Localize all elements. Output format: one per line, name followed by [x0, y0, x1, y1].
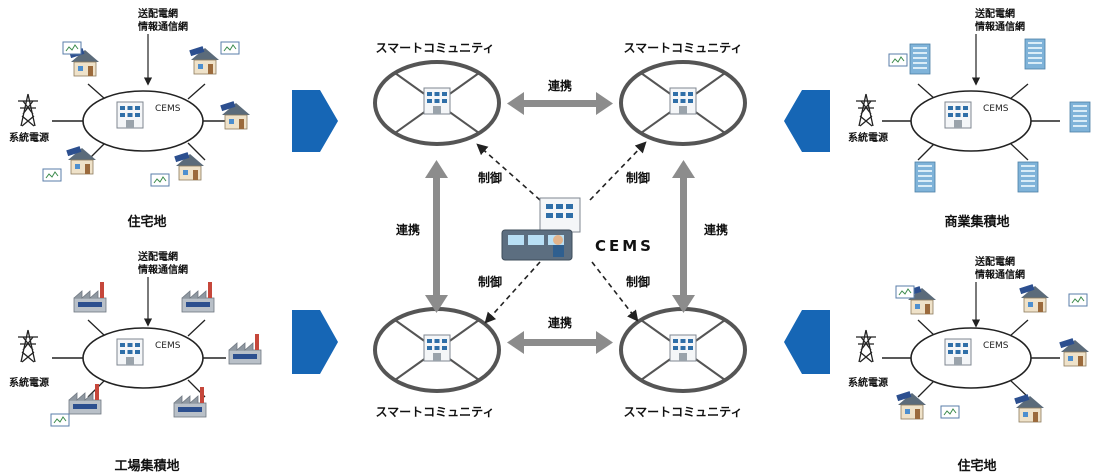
network-label-line1: 送配電網: [137, 7, 178, 20]
house-icon: [1013, 393, 1045, 423]
flow-arrow-left-icon: [784, 310, 830, 374]
cooperation-label: 連携: [704, 222, 728, 237]
factory-icon: [68, 383, 102, 415]
cooperation-label: 連携: [396, 222, 420, 237]
cems-building-icon: [116, 338, 144, 366]
control-arrow-bottom-left: [484, 261, 541, 324]
community-bottom-left: スマートコミュニティ: [373, 307, 501, 419]
cooperation-label: 連携: [548, 78, 572, 93]
cems-hub-label: CEMS: [983, 341, 1009, 351]
cooperation-arrow-bottom: [507, 331, 613, 354]
network-label-line1: 送配電網: [974, 255, 1015, 268]
cluster-caption: 住宅地: [127, 214, 166, 230]
monitor-icon: [220, 41, 240, 55]
monitor-icon: [940, 405, 960, 419]
community-bottom-right: スマートコミュニティ: [619, 307, 747, 419]
office-building-icon: [914, 161, 936, 193]
cems-building-icon: [116, 101, 144, 129]
house-icon: [895, 390, 927, 420]
cluster-commercial-top-right: 送配電網 情報通信網 CEMS 系統電源 商業集積地: [848, 7, 1091, 230]
power-pylon-icon: [855, 93, 877, 127]
community-label: スマートコミュニティ: [376, 41, 495, 55]
house-icon: [173, 151, 205, 181]
community-building-icon: [423, 334, 451, 362]
cooperation-arrow-left: [425, 160, 448, 313]
monitor-icon: [62, 41, 82, 55]
control-label: 制御: [626, 274, 650, 289]
cems-building-icon: [944, 101, 972, 129]
community-building-icon: [669, 87, 697, 115]
community-building-icon: [423, 87, 451, 115]
monitor-icon: [50, 413, 70, 427]
office-building-icon: [909, 43, 931, 75]
cluster-industrial-bottom-left: 送配電網 情報通信網 CEMS 系統電源 工場集積地: [9, 250, 262, 474]
network-label-line1: 送配電網: [137, 250, 178, 263]
monitor-icon: [895, 285, 915, 299]
cems-building-icon: [944, 338, 972, 366]
central-cems-label: CEMS: [595, 237, 654, 255]
house-icon: [188, 45, 220, 75]
control-label: 制御: [478, 274, 502, 289]
cooperation-arrow-top: [507, 92, 613, 115]
power-source-label: 系統電源: [848, 376, 888, 389]
network-label-line2: 情報通信網: [138, 263, 188, 276]
house-icon: [1058, 337, 1090, 367]
flow-arrow-right-icon: [292, 310, 338, 374]
community-top-right: スマートコミュニティ: [619, 41, 747, 146]
cluster-residential-bottom-right: 送配電網 情報通信網 CEMS 系統電源 住宅地: [848, 255, 1090, 474]
cluster-caption: 工場集積地: [114, 458, 179, 474]
cluster-caption: 商業集積地: [944, 214, 1009, 230]
office-building-icon: [1069, 101, 1091, 133]
network-label-line1: 送配電網: [974, 7, 1015, 20]
house-icon: [219, 100, 251, 130]
control-arrow-bottom-right: [591, 261, 639, 322]
cooperation-label: 連携: [548, 315, 572, 330]
power-source-label: 系統電源: [848, 131, 888, 144]
flow-arrow-right-icon: [292, 90, 338, 152]
monitor-icon: [888, 53, 908, 67]
power-source-label: 系統電源: [9, 376, 49, 389]
factory-icon: [181, 281, 215, 313]
office-building-icon: [1024, 38, 1046, 70]
power-pylon-icon: [17, 329, 39, 363]
cems-hub-label: CEMS: [155, 104, 181, 114]
network-label-line2: 情報通信網: [975, 268, 1025, 281]
control-label: 制御: [626, 170, 650, 185]
community-label: スマートコミュニティ: [624, 405, 743, 419]
control-arrow-top-left: [476, 143, 541, 201]
factory-icon: [228, 333, 262, 365]
community-building-icon: [669, 334, 697, 362]
network-label-line2: 情報通信網: [975, 20, 1025, 33]
house-icon: [65, 145, 97, 175]
monitor-icon: [1068, 293, 1088, 307]
power-source-label: 系統電源: [9, 131, 49, 144]
control-label: 制御: [478, 170, 502, 185]
flow-arrow-left-icon: [784, 90, 830, 152]
cooperation-arrow-right: [672, 160, 695, 313]
cluster-residential-top-left: 送配電網 情報通信網 CEMS 系統電源 住宅地: [9, 7, 251, 230]
cems-hub-label: CEMS: [155, 341, 181, 351]
cems-hub-label: CEMS: [983, 104, 1009, 114]
house-icon: [1018, 283, 1050, 313]
control-arrow-top-right: [589, 141, 647, 201]
power-pylon-icon: [855, 329, 877, 363]
community-top-left: スマートコミュニティ: [373, 41, 501, 146]
network-label-line2: 情報通信網: [138, 20, 188, 33]
office-building-icon: [1017, 161, 1039, 193]
monitor-icon: [150, 173, 170, 187]
power-pylon-icon: [17, 93, 39, 127]
community-label: スマートコミュニティ: [624, 41, 743, 55]
central-cems: CEMS: [501, 197, 654, 261]
cluster-caption: 住宅地: [957, 458, 996, 474]
factory-icon: [73, 281, 107, 313]
operator-icon: [553, 235, 563, 245]
community-label: スマートコミュニティ: [376, 405, 495, 419]
factory-icon: [173, 386, 207, 418]
monitor-icon: [42, 168, 62, 182]
